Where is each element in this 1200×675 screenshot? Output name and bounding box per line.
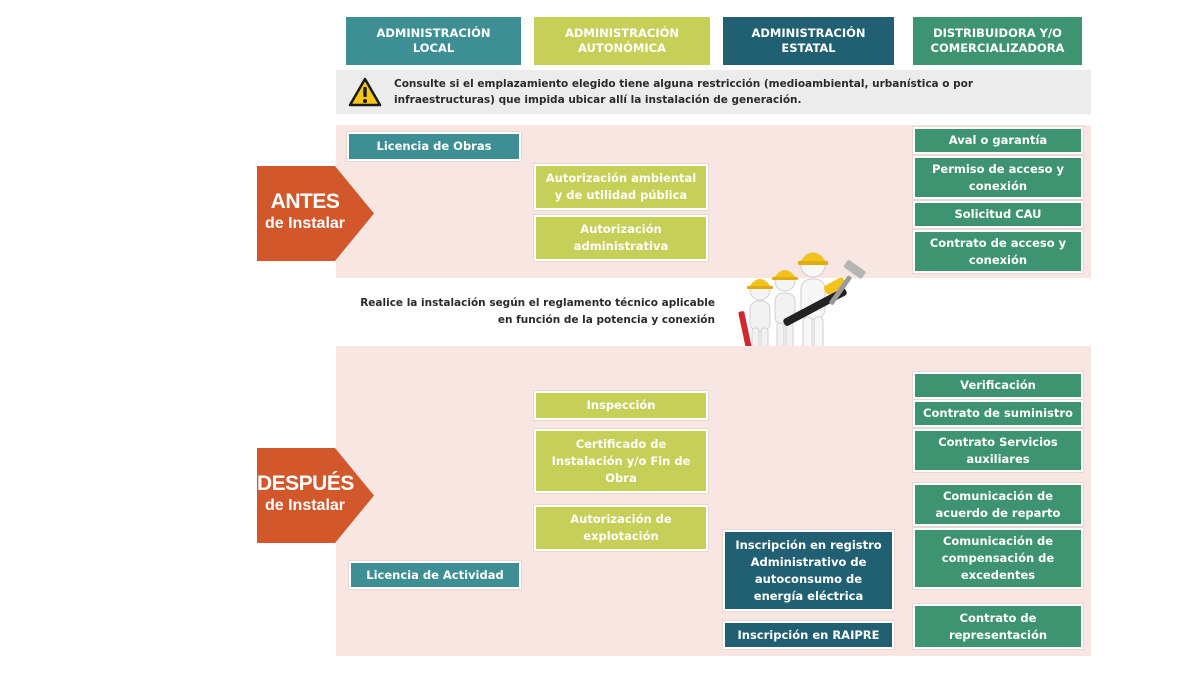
- despues-arrow: DESPUÉS de Instalar: [257, 448, 375, 543]
- comunicacion-compensacion-box: Comunicación de compensación de excedent…: [913, 528, 1083, 589]
- header-distribuidora-comercializadora: DISTRIBUIDORA Y/O COMERCIALIZADORA: [913, 17, 1082, 65]
- inscripcion-registro-box: Inscripción en registro Administrativo d…: [723, 530, 894, 611]
- installation-instruction-text: Realice la instalación según el reglamen…: [360, 297, 715, 326]
- warning-text: Consulte si el emplazamiento elegido tie…: [394, 78, 974, 106]
- licencia-obras-box: Licencia de Obras: [347, 132, 521, 161]
- inspeccion-box: Inspección: [534, 391, 708, 420]
- verificacion-box: Verificación: [913, 372, 1083, 399]
- antes-label: ANTES: [270, 190, 340, 213]
- header-administracion-autonomica: ADMINISTRACIÓN AUTONÓMICA: [534, 17, 710, 65]
- contrato-acceso-box: Contrato de acceso y conexión: [913, 230, 1083, 273]
- antes-arrow-shape: [257, 166, 374, 261]
- comunicacion-acuerdo-reparto-box: Comunicación de acuerdo de reparto: [913, 483, 1083, 526]
- workers-with-tools-icon: [728, 243, 888, 363]
- warning-bar: Consulte si el emplazamiento elegido tie…: [336, 70, 1091, 114]
- licencia-actividad-box: Licencia de Actividad: [349, 561, 521, 589]
- header-administracion-local: ADMINISTRACIÓN LOCAL: [346, 17, 521, 65]
- solicitud-cau-box: Solicitud CAU: [913, 201, 1083, 228]
- certificado-instalacion-box: Certificado de Instalación y/o Fin de Ob…: [534, 429, 708, 493]
- aval-garantia-box: Aval o garantía: [913, 127, 1083, 154]
- despues-label: DESPUÉS: [257, 472, 354, 495]
- permiso-acceso-box: Permiso de acceso y conexión: [913, 156, 1083, 199]
- contrato-suministro-box: Contrato de suministro: [913, 400, 1083, 427]
- contrato-servicios-auxiliares-box: Contrato Servicios auxiliares: [913, 429, 1083, 472]
- autorizacion-ambiental-box: Autorización ambiental y de utilidad púb…: [534, 164, 708, 210]
- despues-arrow-shape: [257, 448, 374, 543]
- antes-sublabel: de Instalar: [264, 215, 346, 232]
- despues-sublabel: de Instalar: [264, 497, 346, 514]
- autorizacion-explotacion-box: Autorización de explotación: [534, 505, 708, 551]
- header-administracion-estatal: ADMINISTRACIÓN ESTATAL: [723, 17, 894, 65]
- inscripcion-raipre-box: Inscripción en RAIPRE: [723, 621, 894, 649]
- warning-triangle-icon: [348, 77, 382, 107]
- autorizacion-administrativa-box: Autorización administrativa: [534, 215, 708, 261]
- antes-arrow: ANTES de Instalar: [257, 166, 375, 261]
- contrato-representacion-box: Contrato de representación: [913, 604, 1083, 649]
